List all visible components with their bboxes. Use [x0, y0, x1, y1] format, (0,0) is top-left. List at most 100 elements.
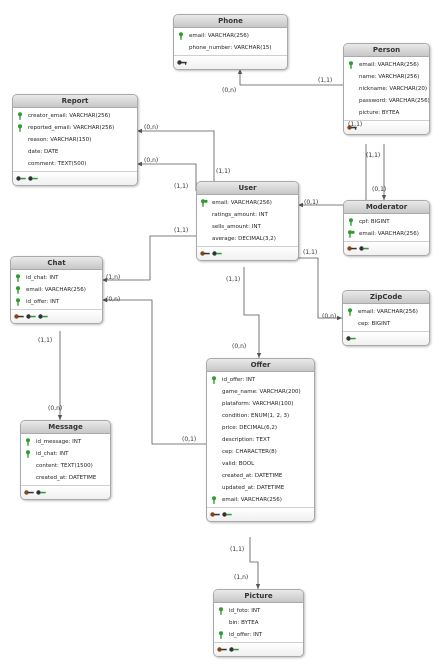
primary-foreign-key-icon — [201, 199, 208, 207]
line-report-user-1 — [137, 130, 215, 185]
entity-title: User — [197, 182, 298, 195]
attr-row: name: VARCHAR(256) — [359, 74, 420, 80]
cardinality-label: (1,1) — [230, 546, 245, 553]
entity-title: Picture — [214, 590, 303, 603]
cardinality-label: (1,1) — [38, 337, 53, 344]
entity-title: Moderator — [344, 201, 429, 214]
cardinality-label: (1,1) — [318, 77, 333, 84]
attr-row: email: VARCHAR(256) — [344, 59, 429, 71]
attr-row: price: DECIMAL(6,2) — [222, 425, 278, 431]
attr-row: email: VARCHAR(256) — [207, 494, 314, 506]
foreign-key-icon — [14, 314, 24, 319]
foreign-key-icon — [346, 336, 356, 341]
cardinality-label: (1,1) — [174, 183, 189, 190]
foreign-key-icon — [24, 490, 34, 495]
entity-offer[interactable]: Offer id_offer: INT game_name: VARCHAR(2… — [206, 358, 315, 522]
attr-row: cpf: BIGINT — [344, 216, 429, 228]
arrow-to-chat — [102, 277, 107, 283]
cardinality-label: (0,1) — [182, 436, 197, 443]
attr-row: plataform: VARCHAR(100) — [222, 401, 294, 407]
foreign-key-icon — [347, 125, 357, 130]
entity-phone[interactable]: Phone email: VARCHAR(256) phone_number: … — [173, 14, 288, 70]
line-chat-offer — [102, 299, 206, 445]
foreign-key-icon — [222, 512, 232, 517]
entity-title: ZipCode — [343, 291, 429, 304]
primary-key-icon — [16, 298, 20, 306]
cardinality-label: (0,n) — [144, 124, 159, 131]
primary-key-icon — [16, 274, 20, 282]
line-person-user — [298, 144, 367, 206]
primary-key-icon — [18, 124, 22, 132]
attr-row: reported_email: VARCHAR(256) — [13, 122, 137, 134]
cardinality-label: (1,1) — [366, 152, 381, 159]
attr-row: reason: VARCHAR(150) — [28, 137, 92, 143]
arrow-to-offer — [256, 353, 262, 358]
cardinality-label: (1,n) — [234, 574, 249, 581]
cardinality-label: (0,n) — [232, 343, 247, 350]
entity-zipcode[interactable]: ZipCode email: VARCHAR(256) cep: BIGINT — [342, 290, 430, 346]
foreign-key-icon — [210, 512, 220, 517]
foreign-key-icon — [36, 490, 46, 495]
cardinality-label: (1,1) — [174, 227, 189, 234]
primary-key-icon — [348, 308, 352, 316]
line-user-chat — [102, 235, 196, 281]
entity-title: Phone — [174, 15, 287, 28]
attr-row: id_offer: INT — [207, 374, 314, 386]
attr-row: email: VARCHAR(256) — [343, 306, 429, 318]
foreign-key-icon — [177, 60, 187, 65]
attr-row: password: VARCHAR(256) — [359, 98, 430, 104]
attr-row: description: TEXT — [222, 437, 271, 443]
entity-title: Offer — [207, 359, 314, 372]
attr-row: created_at: DATETIME — [222, 473, 283, 479]
entity-report[interactable]: Report creator_email: VARCHAR(256) repor… — [12, 94, 138, 186]
entity-moderator[interactable]: Moderator cpf: BIGINT email: VARCHAR(256… — [343, 200, 430, 256]
cardinality-label: (0,1) — [372, 186, 387, 193]
attr-row: ratings_amount: INT — [212, 212, 268, 218]
foreign-key-icon — [359, 246, 369, 251]
entity-chat[interactable]: Chat id_chat: INT email: VARCHAR(256) id… — [10, 256, 103, 324]
cardinality-label: (1,n) — [106, 274, 121, 281]
entity-picture[interactable]: Picture id_foto: INT bin: BYTEA id_offer… — [213, 589, 304, 657]
attr-row: condition: ENUM(1, 2, 3) — [222, 413, 290, 419]
attr-row: creator_email: VARCHAR(256) — [13, 110, 137, 122]
attr-row: created_at: DATETIME — [36, 475, 97, 481]
primary-key-icon — [179, 32, 183, 40]
cardinality-label: (1,1) — [216, 168, 231, 175]
line-user-zipcode — [298, 257, 342, 319]
foreign-key-icon — [26, 314, 36, 319]
entity-person[interactable]: Person email: VARCHAR(256) name: VARCHAR… — [343, 43, 430, 135]
entity-title: Message — [21, 421, 110, 434]
foreign-key-icon — [212, 251, 222, 256]
attr-row: cep: CHARACTER(8) — [222, 449, 277, 455]
foreign-key-icon — [217, 647, 227, 652]
foreign-key-icon — [347, 246, 357, 251]
primary-key-icon — [219, 631, 223, 639]
attr-row: cep: BIGINT — [358, 321, 391, 327]
attr-row: content: TEXT(1500) — [36, 463, 93, 469]
line-user-offer — [243, 267, 260, 358]
arrow-to-zipcode — [337, 315, 342, 321]
cardinality-label: (0,1) — [304, 199, 319, 206]
cardinality-label: (1,1) — [303, 249, 318, 256]
attr-row: bin: BYTEA — [229, 620, 259, 626]
attr-row: sells_amount: INT — [212, 224, 261, 230]
cardinality-label: (0,n) — [106, 296, 121, 303]
primary-key-icon — [219, 607, 223, 615]
attr-row: email: VARCHAR(256) — [344, 228, 429, 240]
arrow-to-picture — [255, 584, 261, 589]
arrow-to-report-1 — [137, 128, 142, 134]
foreign-key-icon — [16, 176, 26, 181]
arrow-to-moderator — [381, 195, 387, 200]
primary-key-icon — [16, 286, 20, 294]
arrow-to-message — [57, 415, 63, 420]
attr-row: picture: BYTEA — [359, 110, 400, 116]
attr-row: updated_at: DATETIME — [222, 485, 285, 491]
entity-user[interactable]: User email: VARCHAR(256) ratings_amount:… — [196, 181, 299, 261]
attr-row: nickname: VARCHAR(20) — [359, 86, 427, 92]
cardinality-label: (0,n) — [222, 87, 237, 94]
attr-row: email: VARCHAR(256) — [11, 284, 102, 296]
entity-message[interactable]: Message id_message: INT id_chat: INT con… — [20, 420, 111, 500]
entity-title: Report — [13, 95, 137, 108]
primary-key-icon — [26, 450, 30, 458]
